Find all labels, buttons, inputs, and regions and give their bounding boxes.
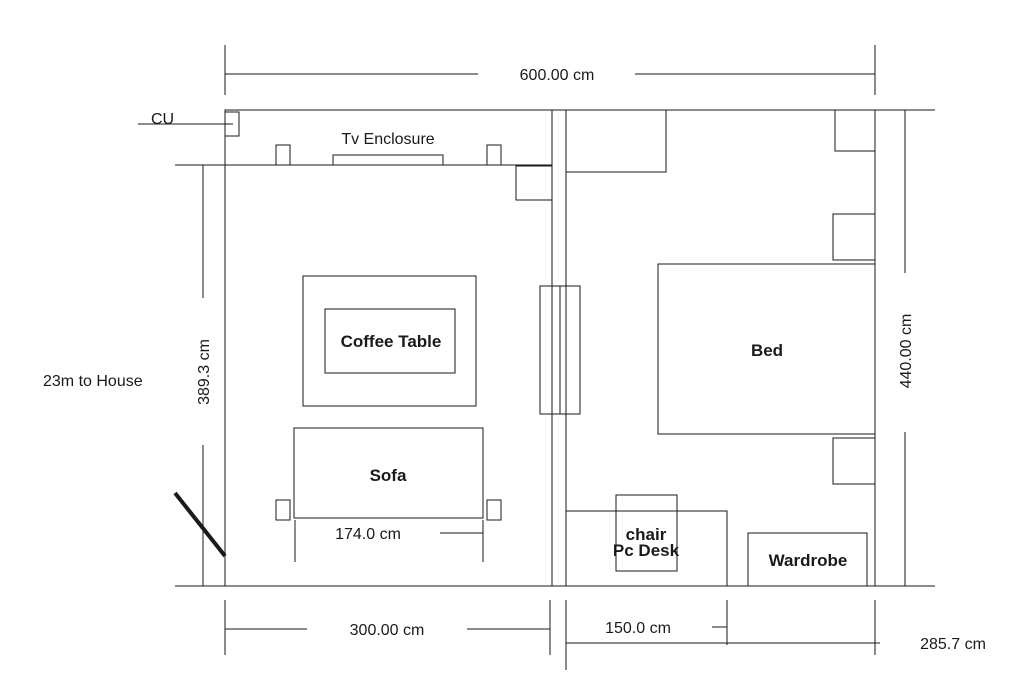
living-corner-cabinet <box>515 165 553 201</box>
chair <box>615 494 678 572</box>
entrance-door <box>173 491 227 558</box>
bedroom-corner-cabinet <box>834 109 876 152</box>
dimension-living-height: 389.3 cm <box>175 164 225 586</box>
coffee-table: Coffee Table <box>302 275 477 407</box>
coffee-table-label: Coffee Table <box>341 332 442 351</box>
sofa-label: Sofa <box>370 466 407 485</box>
bed-label: Bed <box>751 341 783 360</box>
tv-speaker-right <box>486 144 502 166</box>
bedroom-cabinet <box>565 109 667 173</box>
dimension-bedroom-width: 285.7 cm <box>566 600 986 655</box>
pc-desk: chair Pc Desk <box>565 494 728 587</box>
cu-unit: CU <box>138 111 240 137</box>
nightstand-bottom <box>832 437 876 485</box>
sofa-side-table-right <box>486 499 502 521</box>
tv-enclosure-label: Tv Enclosure <box>341 131 434 148</box>
tv-speaker-left <box>275 144 291 166</box>
nightstand-top <box>832 213 876 261</box>
dimension-label-overall-width: 600.00 cm <box>520 67 595 84</box>
dimension-label-living-width: 300.00 cm <box>350 622 425 639</box>
wardrobe: Wardrobe <box>747 532 868 587</box>
cu-label: CU <box>151 111 174 128</box>
pc-desk-label: Pc Desk <box>613 541 680 560</box>
dimension-label-bedroom-width: 285.7 cm <box>920 636 986 653</box>
dimension-label-overall-height: 440.00 cm <box>898 314 915 389</box>
distance-to-house-label: 23m to House <box>43 373 143 390</box>
dimension-label-desk-width: 150.0 cm <box>605 620 671 637</box>
outer-walls <box>175 109 935 587</box>
chair-label: chair <box>626 525 667 544</box>
dimension-desk-width: 150.0 cm <box>565 600 728 670</box>
bed: Bed <box>657 263 876 435</box>
sofa-side-table-left <box>275 499 291 521</box>
partition-wall <box>539 110 581 586</box>
dimension-overall-width: 600.00 cm <box>224 45 876 95</box>
sofa: Sofa <box>275 427 502 521</box>
dimension-label-living-height: 389.3 cm <box>196 339 213 405</box>
wardrobe-label: Wardrobe <box>769 551 848 570</box>
tv-unit <box>332 154 444 166</box>
dimension-overall-height: 440.00 cm <box>875 109 935 586</box>
dimension-living-width: 300.00 cm <box>224 600 551 655</box>
tv-enclosure: Tv Enclosure <box>224 109 553 166</box>
dimension-sofa-width: 174.0 cm <box>294 520 484 562</box>
dimension-label-sofa-width: 174.0 cm <box>335 526 401 543</box>
